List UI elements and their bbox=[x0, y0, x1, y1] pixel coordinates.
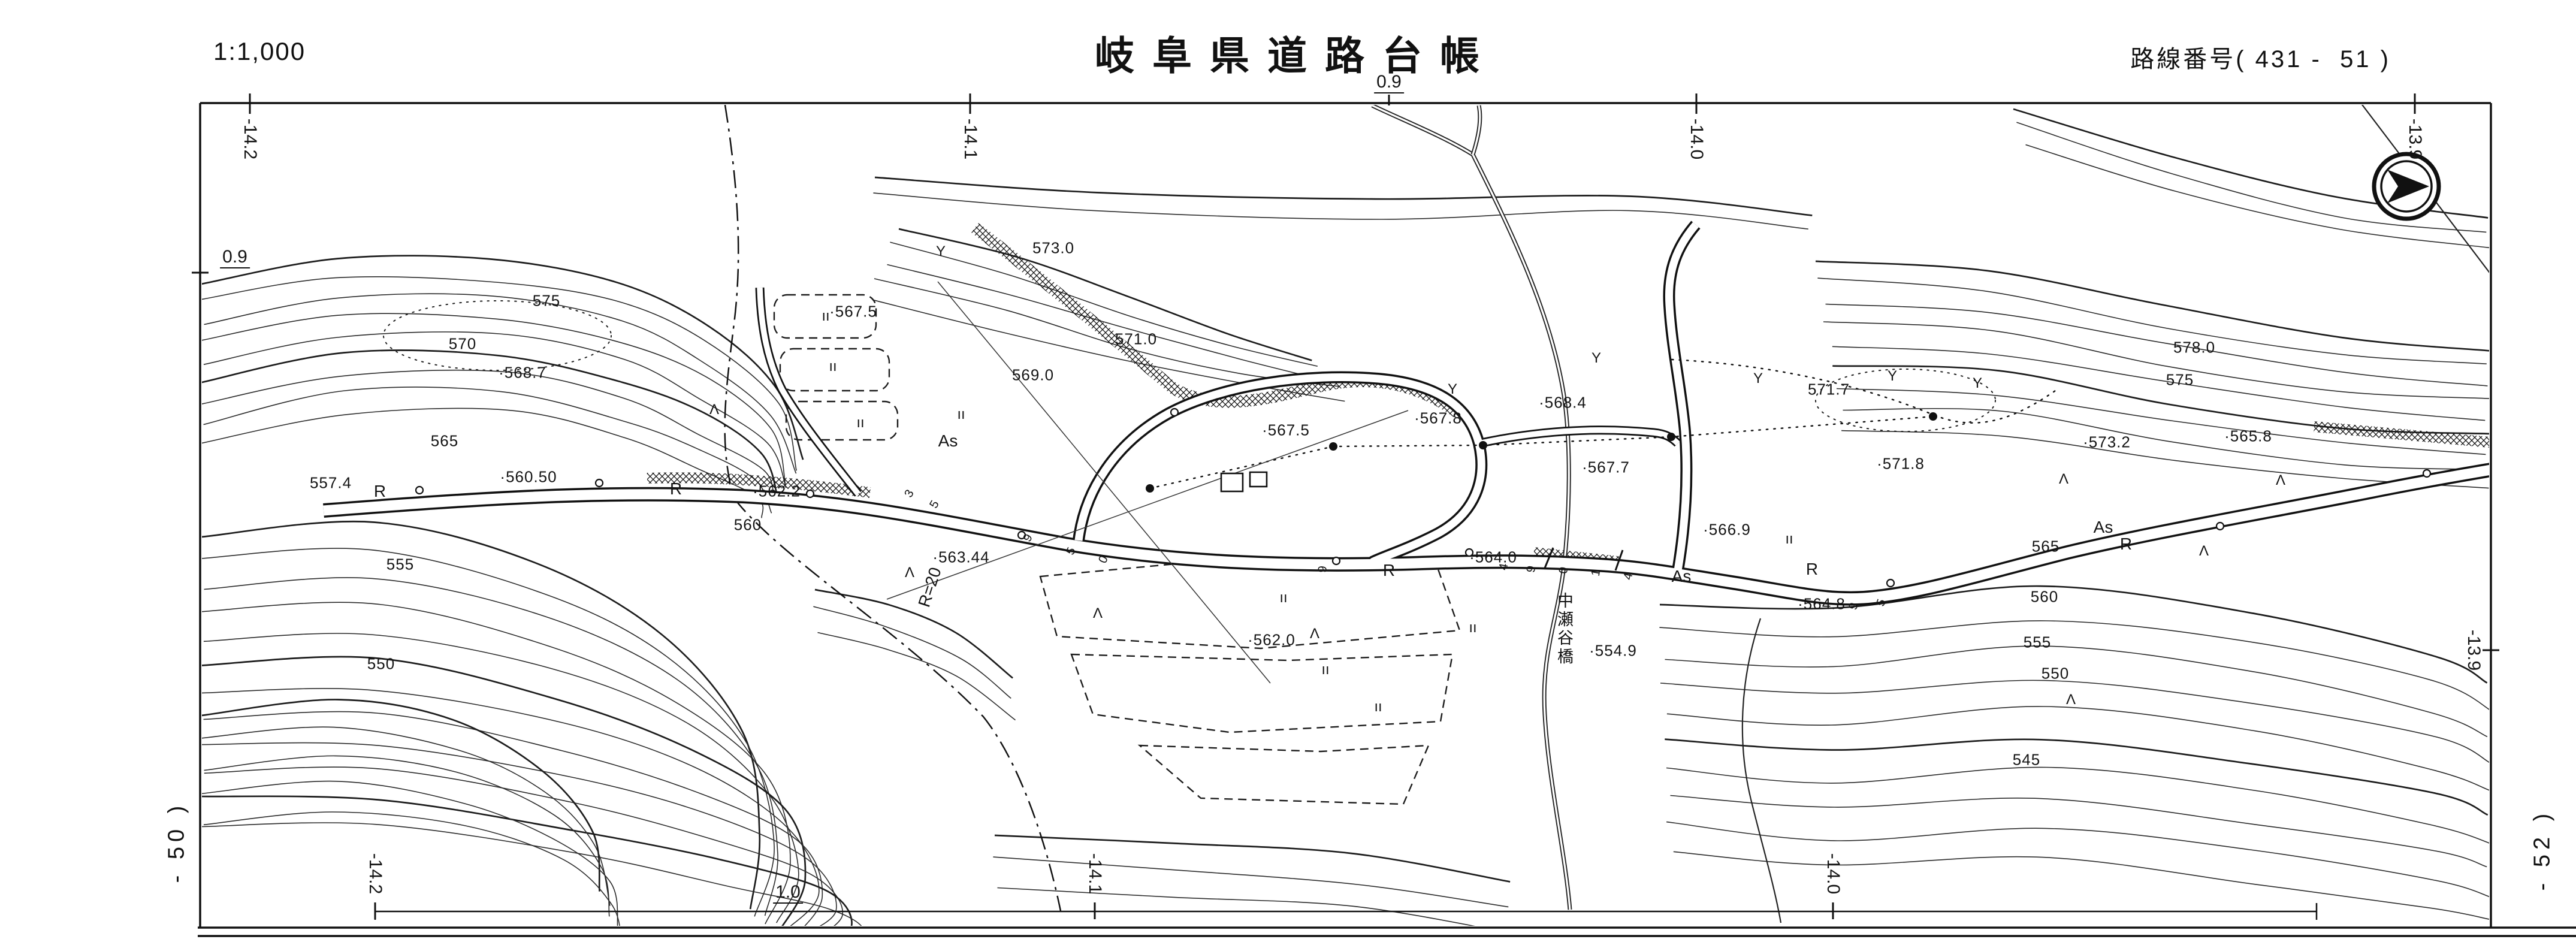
map-frame bbox=[192, 93, 2576, 937]
map-artwork bbox=[202, 105, 2489, 926]
contour-lines bbox=[202, 108, 2489, 926]
north-arrow-icon bbox=[2372, 152, 2441, 221]
buildings bbox=[1220, 471, 1268, 493]
survey-points-and-lines bbox=[415, 281, 2432, 684]
page-title: 岐阜県道路台帳 bbox=[1095, 34, 1497, 78]
route-number: 路線番号( 431 - 51 ) bbox=[2130, 46, 2391, 73]
streams bbox=[1371, 105, 1782, 923]
boundary-lines bbox=[383, 105, 2489, 911]
map-scale: 1:1,000 bbox=[213, 37, 306, 65]
roads bbox=[323, 221, 2489, 606]
